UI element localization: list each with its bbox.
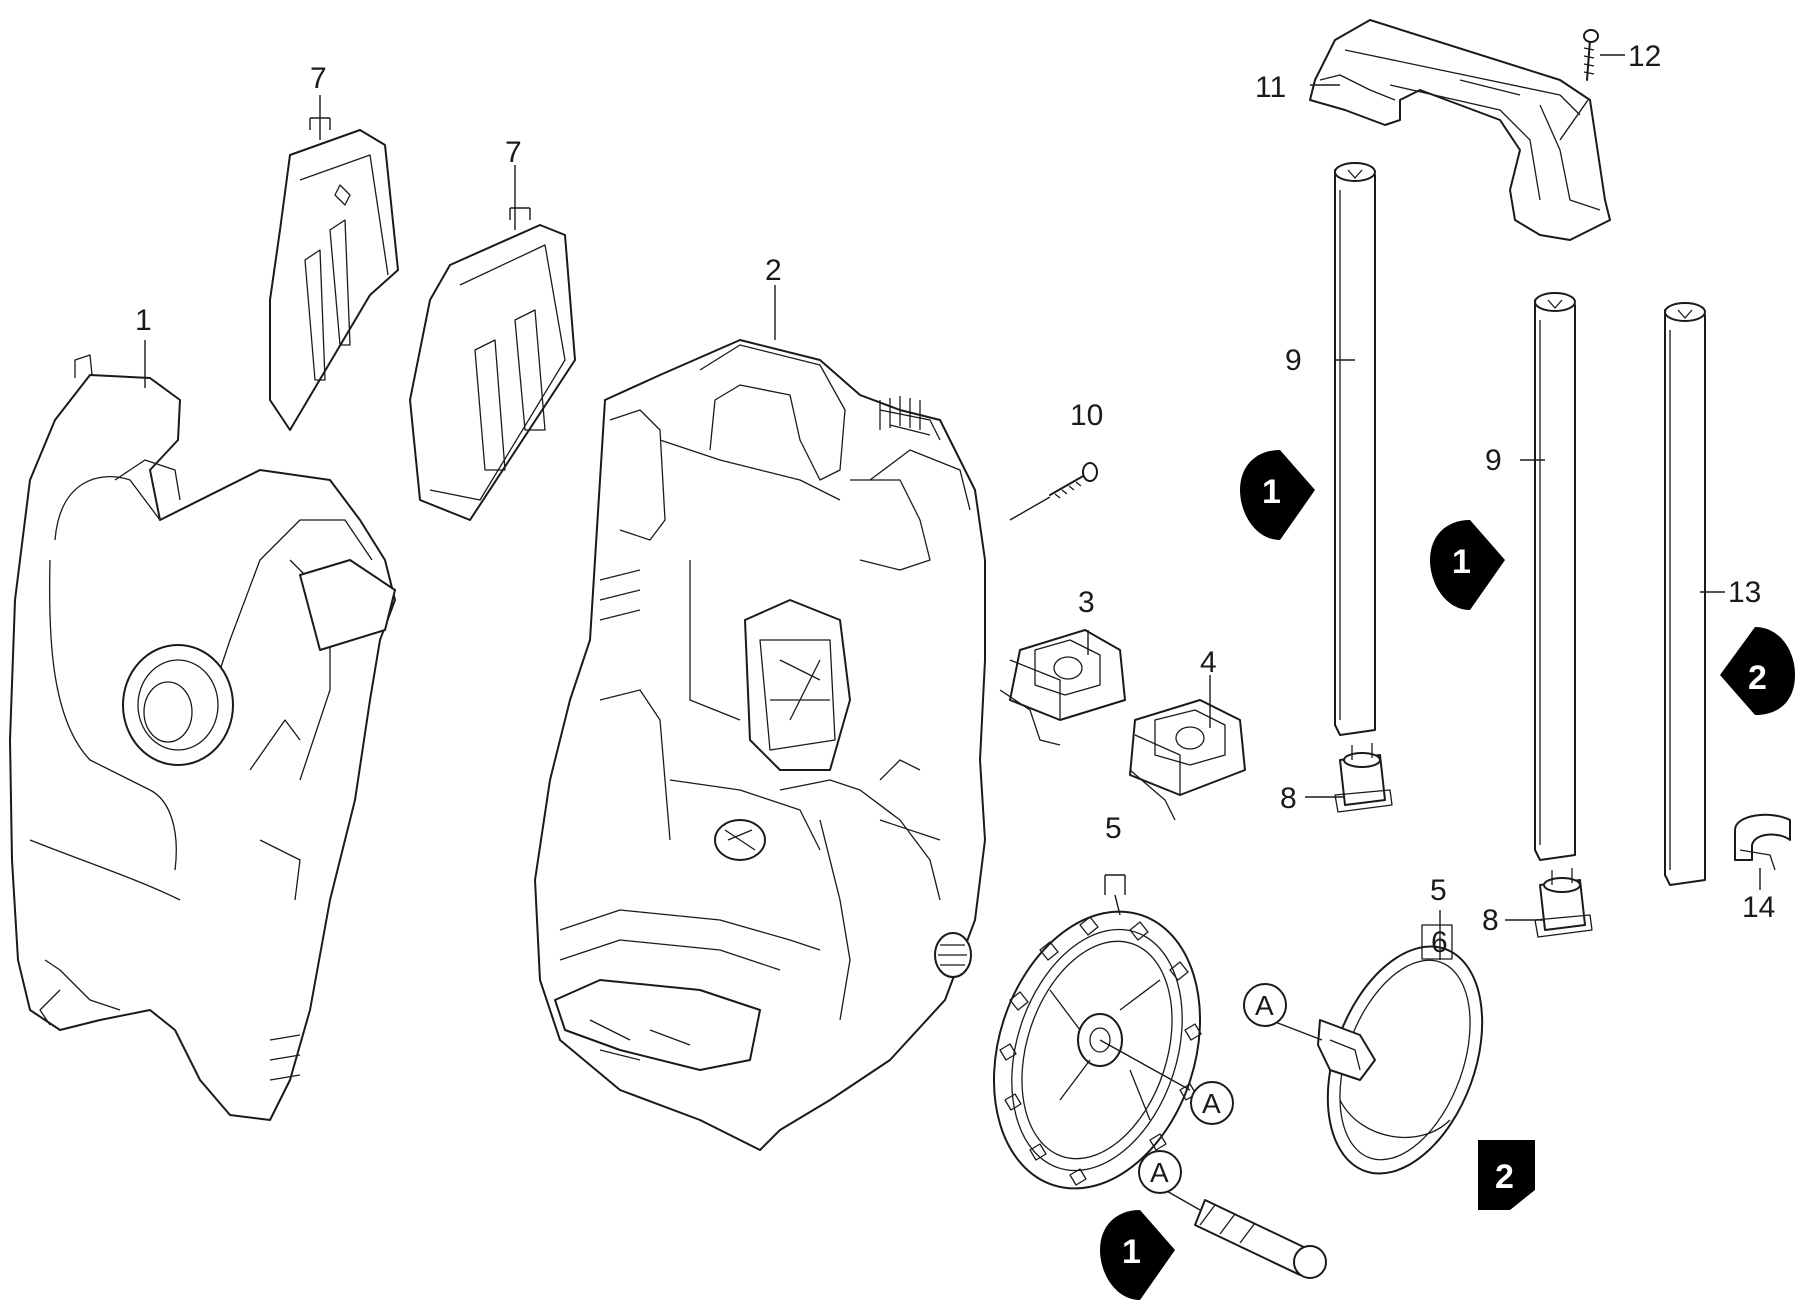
callout-3: 3: [1078, 586, 1095, 619]
part-11-handle: [1309, 19, 1611, 241]
part-8-plug-right: [1534, 868, 1593, 938]
svg-text:A: A: [1150, 1157, 1169, 1188]
callout-5-wheel: 5: [1105, 812, 1122, 845]
part-2-frame: [534, 339, 986, 1151]
callout-7-right: 7: [505, 136, 522, 169]
svg-text:A: A: [1202, 1088, 1221, 1119]
svg-text:1: 1: [1262, 473, 1281, 511]
circle-labels: A A A: [1138, 983, 1287, 1194]
part-9-tube-right: [1534, 292, 1576, 861]
callout-2: 2: [765, 254, 782, 287]
callout-labels: 1 7 7 2 10 3 4 5 5 6 9 9 13 8 8 14 11 12: [135, 40, 1775, 959]
part-7-cover-left: [269, 129, 399, 431]
part-12-screw: [1559, 29, 1599, 141]
callout-9-left: 9: [1285, 344, 1302, 377]
part-3-holder: [999, 629, 1126, 746]
callout-8-left: 8: [1280, 782, 1297, 815]
part-4-holder: [1129, 699, 1246, 821]
svg-text:1: 1: [1452, 543, 1471, 581]
svg-text:2: 2: [1495, 1158, 1514, 1196]
callout-12: 12: [1628, 40, 1661, 73]
callout-6-box: [1421, 924, 1453, 960]
callout-4: 4: [1200, 646, 1217, 679]
callout-7-left: 7: [310, 62, 327, 95]
callout-8-right: 8: [1482, 904, 1499, 937]
part-9-tube-left: [1334, 162, 1376, 736]
marker-2-cap: 2: [1478, 1140, 1535, 1210]
part-7-cover-right: [409, 224, 576, 521]
callout-14: 14: [1742, 891, 1775, 924]
circle-label-a-wheel: A: [1190, 1081, 1234, 1125]
leader-lines: [144, 54, 1761, 960]
part-5-wheel: [992, 910, 1202, 1190]
circle-label-a-cap: A: [1243, 983, 1287, 1027]
part-10-screw: [1009, 462, 1098, 521]
part-6-wheel-cap: [1269, 945, 1484, 1175]
svg-text:2: 2: [1748, 659, 1767, 697]
callout-13: 13: [1728, 576, 1761, 609]
callout-9-right: 9: [1485, 444, 1502, 477]
circle-label-a-pin: A: [1138, 1150, 1182, 1194]
callout-5-cap: 5: [1430, 874, 1447, 907]
part-13-tube: [1664, 302, 1706, 886]
part-1-front-housing: [9, 354, 396, 1121]
part-axle-pin: [1164, 1189, 1327, 1279]
callout-10: 10: [1070, 399, 1103, 432]
part-14-clip: [1734, 813, 1791, 871]
svg-text:A: A: [1255, 990, 1274, 1021]
svg-text:1: 1: [1122, 1233, 1141, 1271]
marker-2-tube: 2: [1720, 627, 1795, 715]
callout-1: 1: [135, 304, 152, 337]
marker-1-right-tube: 1: [1430, 520, 1505, 610]
callout-6: 6: [1431, 926, 1448, 959]
callout-11: 11: [1255, 71, 1286, 104]
marker-1-pin: 1: [1100, 1210, 1175, 1300]
marker-1-left-tube: 1: [1240, 450, 1315, 540]
part-8-plug-left: [1334, 743, 1393, 813]
